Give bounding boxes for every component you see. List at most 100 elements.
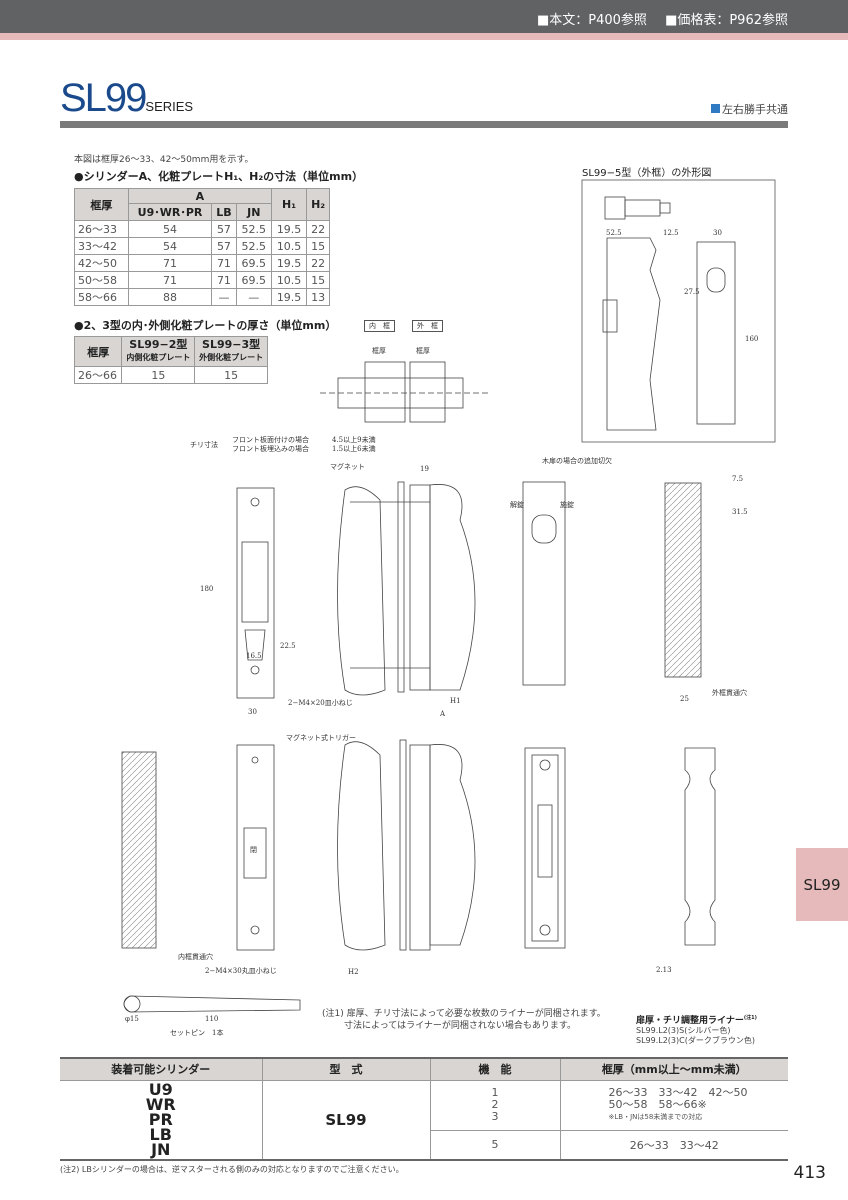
wood-door-label: 木扉の場合の追加切欠 [542, 457, 612, 465]
cylinder: JN [151, 1140, 171, 1160]
series-label: SERIES [145, 99, 194, 114]
front-surface-value: 4.5以上9未満 [332, 436, 376, 444]
function: 2 [491, 1098, 499, 1111]
handing-badge: 左右勝手共通 [711, 101, 788, 117]
cell: 19.5 [270, 254, 308, 272]
function: 1 [491, 1086, 499, 1099]
range: 26〜33 33〜42 [560, 1129, 788, 1161]
cell: 13 [306, 288, 330, 306]
front-plate-view-2 [236, 744, 275, 951]
col-function: 機 能 [430, 1057, 561, 1081]
range: 26〜33 33〜42 42〜50 [608, 1086, 748, 1099]
magnet-trigger-label: マグネット式トリガー [286, 734, 356, 742]
note2: (注2) LBシリンダーの場合は、逆マスターされる側のみの対応となりますのでご注… [60, 1165, 404, 1174]
liner-title: 扉厚・チリ調整用ライナー [636, 1016, 744, 1026]
frame-thickness-label: 框厚 [372, 347, 386, 355]
dimension: 22.5 [280, 642, 296, 650]
front-surface-label: フロント板面付けの場合 [232, 436, 309, 444]
lock-label: 施錠 [560, 501, 574, 509]
function: 5 [430, 1129, 561, 1161]
dimension: 12.5 [663, 229, 679, 237]
outer-hole-label: 外框貫通穴 [712, 689, 747, 697]
section-tab[interactable]: SL99 [796, 848, 848, 921]
function: 3 [491, 1110, 499, 1123]
table2-heading: ●2、3型の内･外側化粧プレートの厚さ（単位mm） [74, 319, 337, 332]
unlock-label: 解錠 [510, 501, 524, 509]
cylinder: WR [145, 1095, 176, 1115]
set-pin-label: セットピン 1本 [170, 1029, 224, 1037]
dimension: 30 [713, 229, 722, 237]
cylinder-side-view [604, 196, 671, 220]
dimension: 160 [745, 335, 759, 343]
cell: 10.5 [270, 271, 308, 289]
col-a-u9: U9･WR･PR [127, 203, 213, 221]
dimension: 25 [680, 695, 689, 703]
cell: 10.5 [270, 237, 308, 255]
note1: (注1) 扉厚、チリ寸法によって必要な枚数のライナーが同梱されます。 寸法によっ… [322, 1008, 606, 1032]
col-type2: SL99−2型 [129, 338, 188, 351]
table1-heading: ●シリンダーA、化粧プレートH₁、H₂の寸法（単位mm） [74, 170, 364, 183]
intro-note: 本図は框厚26〜33、42〜50mm用を示す。 [74, 155, 254, 165]
title-rule [60, 121, 788, 128]
col-type3: SL99−3型 [202, 338, 261, 351]
liner-info: 扉厚・チリ調整用ライナー(注1) SL99.L2(3)S(シルバー色) SL99… [636, 1013, 757, 1046]
plate-view-3 [524, 747, 566, 949]
page-number: 413 [793, 1163, 826, 1183]
col-a: A [127, 188, 272, 204]
dimension: 19 [420, 465, 429, 473]
body-reference: ■本文：P400参照 [536, 13, 647, 28]
dimension: 52.5 [606, 229, 622, 237]
col-type2-sub: 内側化粧プレート [126, 353, 191, 362]
col-frame: 框厚 [73, 336, 123, 367]
outline-front-view [602, 237, 736, 431]
cell: 26〜66 [73, 366, 123, 384]
cell: 57 [211, 220, 237, 238]
front-embed-value: 1.5以上6未満 [332, 445, 376, 453]
cell: 15 [306, 237, 330, 255]
cell: 42〜50 [74, 254, 129, 272]
dimension: 16.5 [246, 652, 262, 660]
wood-cutout-1 [664, 482, 702, 678]
cell: 71 [211, 254, 237, 272]
page-title: SL99SERIES [60, 78, 193, 127]
screw1-label: 2−M4×20皿小ねじ [288, 699, 353, 707]
set-pin [123, 995, 301, 1013]
outline-drawing-frame [581, 179, 776, 443]
col-type3-sub: 外側化粧プレート [199, 353, 264, 362]
chiri-label: チリ寸法 [190, 441, 218, 449]
cell: 52.5 [235, 220, 272, 238]
section-view [320, 361, 490, 423]
closed-label: 閉 [250, 846, 257, 854]
cylinder: U9 [148, 1080, 173, 1100]
liner-item: SL99.L2(3)S(シルバー色) [636, 1026, 731, 1035]
page-references: ■本文：P400参照 ■価格表：P962参照 [523, 9, 788, 28]
dimension: φ15 [125, 1015, 139, 1023]
cell: — [211, 288, 237, 306]
model: SL99 [262, 1079, 431, 1161]
range-note: ※LB・JNは58未満までの対応 [608, 1113, 703, 1121]
col-frame: 框厚 [74, 188, 129, 221]
cylinder-plate-view-1 [522, 481, 566, 686]
cell: 88 [127, 288, 213, 306]
dimension: H1 [450, 697, 461, 705]
square-bullet-icon [711, 104, 720, 113]
note1-line: 寸法によってはライナーが同梱されない場合もあります。 [344, 1021, 577, 1031]
accent-bar [0, 33, 848, 40]
liner-item: SL99.L2(3)C(ダークブラウン色) [636, 1036, 755, 1045]
dimension: 7.5 [732, 475, 744, 483]
series-name: SL99 [60, 76, 147, 120]
cell: 69.5 [235, 271, 272, 289]
dimension: 31.5 [732, 508, 748, 516]
wood-cutout-2 [121, 751, 157, 949]
dimension: 110 [205, 1015, 219, 1023]
cell: 15 [194, 366, 268, 384]
outer-frame-label: 外 框 [412, 320, 443, 332]
